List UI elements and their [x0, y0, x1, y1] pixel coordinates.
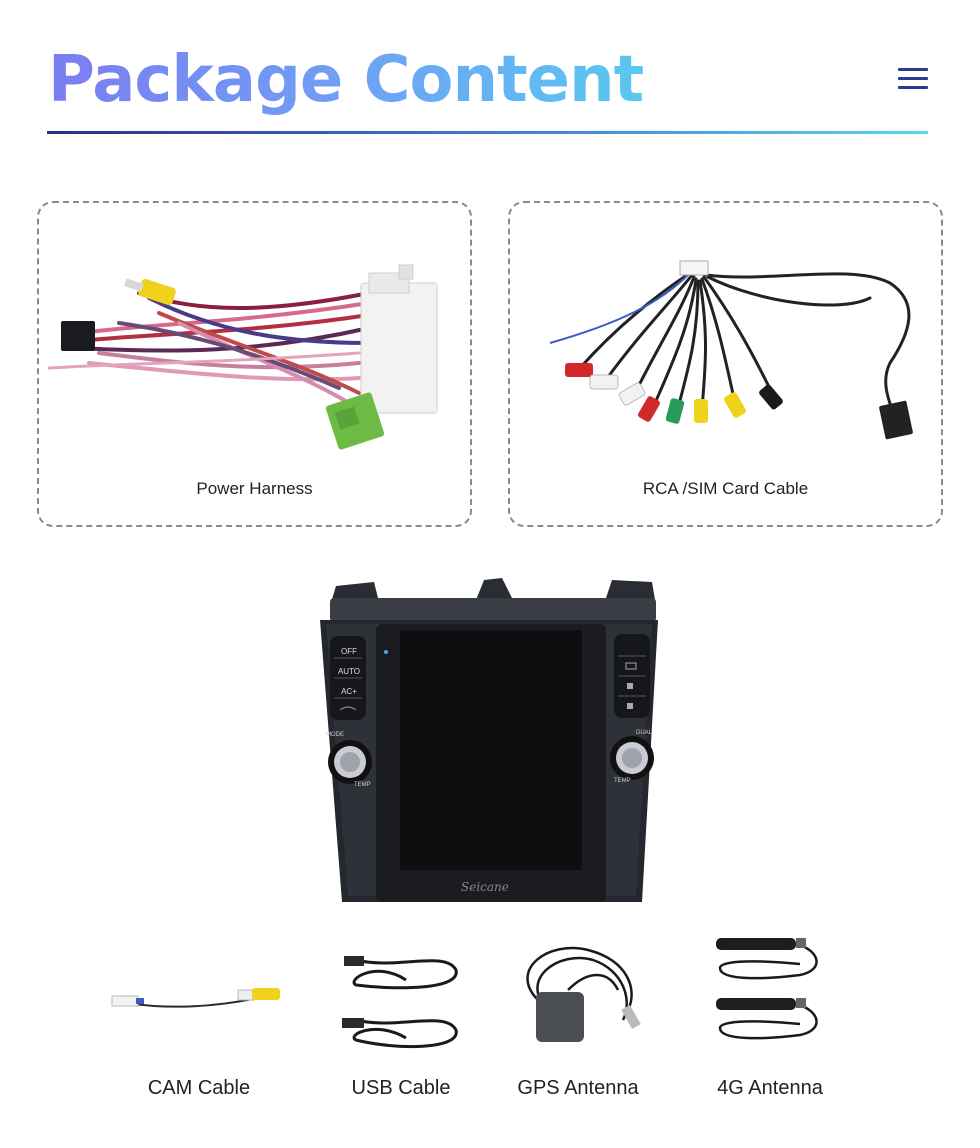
title-divider — [47, 131, 928, 134]
left-knob-bottom-label: TEMP — [354, 782, 371, 788]
usb-cable-label: USB Cable — [351, 1077, 451, 1099]
cam-cable-item: CAM Cable — [108, 930, 290, 1100]
hamburger-menu-icon[interactable] — [898, 68, 928, 90]
rca-sim-cable-image — [549, 260, 913, 440]
cam-cable-image — [111, 988, 280, 1008]
usb-cable-item: USB Cable — [336, 930, 466, 1100]
4g-antenna-item: 4G Antenna — [700, 930, 840, 1100]
ac-plus-button: AC+ — [341, 687, 357, 696]
usb-cable-image — [342, 956, 458, 1049]
right-knob-top-label: DUAL — [636, 730, 653, 736]
gps-antenna-image — [526, 946, 641, 1042]
left-knob-top-label: MODE — [326, 732, 344, 738]
rca-sim-cable-label: RCA /SIM Card Cable — [642, 479, 809, 498]
cam-cable-label: CAM Cable — [147, 1077, 251, 1099]
page-title: Package Content — [48, 40, 644, 120]
brand-logo: Seicane — [461, 880, 509, 894]
head-unit-image: OFF AUTO AC+ MODE TEMP DUAL TEMP Seicane — [316, 576, 662, 906]
4g-antenna-image — [716, 938, 818, 1040]
power-harness-image — [47, 264, 438, 450]
off-button: OFF — [341, 647, 357, 656]
power-harness-label: Power Harness — [196, 479, 313, 498]
gps-antenna-label: GPS Antenna — [517, 1077, 639, 1099]
right-knob-bottom-label: TEMP — [614, 778, 631, 784]
gps-antenna-item: GPS Antenna — [508, 930, 648, 1100]
power-harness-card: Power Harness — [37, 201, 472, 527]
rca-sim-cable-card: RCA /SIM Card Cable — [508, 201, 943, 527]
auto-button: AUTO — [337, 667, 361, 676]
4g-antenna-label: 4G Antenna — [717, 1077, 823, 1099]
